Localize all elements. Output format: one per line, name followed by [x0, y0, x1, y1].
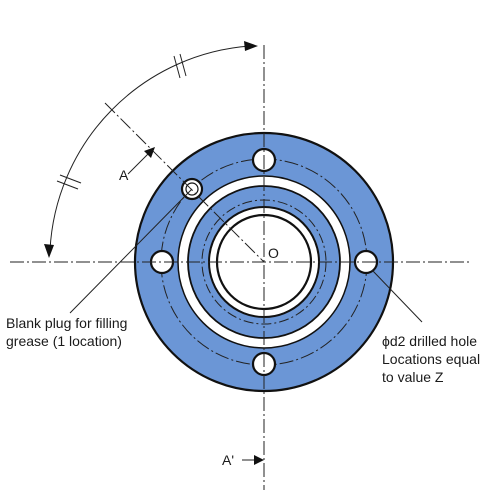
- blank-plug-leader: [69, 188, 193, 314]
- drilled-hole-leader: [371, 269, 423, 323]
- arc-break-mark: [59, 174, 82, 184]
- section-a-prime-label: A': [222, 452, 234, 468]
- arc-break-mark: [179, 53, 187, 77]
- arc-arrow-left: [44, 244, 54, 258]
- center-label: O: [268, 245, 279, 261]
- blank-plug-label-line2: grease (1 location): [6, 333, 122, 349]
- drilled-hole-label-line2: Locations equal: [382, 351, 480, 367]
- arc-break-mark: [173, 55, 181, 79]
- section-a-prime-arrowhead: [254, 455, 264, 465]
- blank-plug-label-line1: Blank plug for filling: [6, 315, 127, 331]
- angle-arc: [49, 45, 251, 251]
- arc-break-mark: [56, 180, 79, 190]
- arc-arrow-top: [244, 41, 258, 51]
- diagonal-centerline: [104, 102, 265, 263]
- section-a-arrowhead: [144, 147, 155, 158]
- drilled-hole-label-line1: ϕd2 drilled hole: [382, 333, 477, 349]
- section-a-arrow: [127, 150, 152, 175]
- drilled-hole-label-line3: to value Z: [382, 369, 444, 385]
- section-a-label: A: [119, 167, 129, 183]
